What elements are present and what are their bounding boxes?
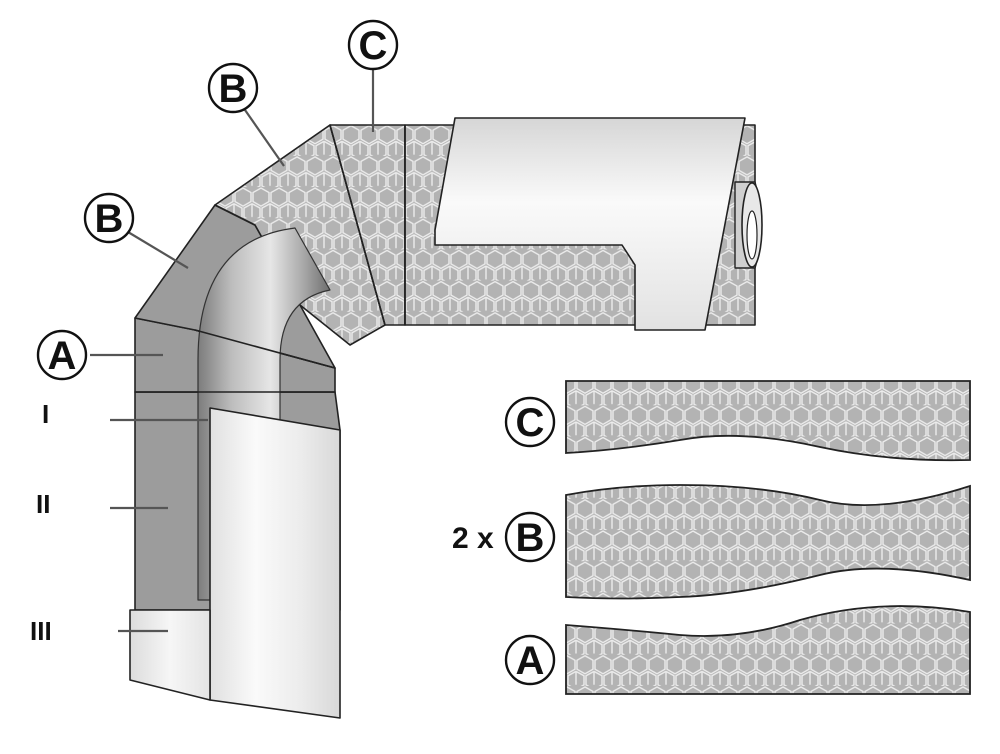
flat-pieces (565, 380, 971, 695)
piece-b-label: B (516, 516, 545, 560)
piece-a-callout: A (504, 634, 556, 686)
piece-c-callout: C (504, 396, 556, 448)
flat-piece-b (565, 484, 971, 600)
piece-b-callout: B (504, 511, 556, 563)
leader-b-lower (127, 231, 189, 269)
pipe-opening-inner (746, 210, 758, 260)
callout-b-upper-label: B (219, 67, 248, 111)
callout-b-lower-label: B (95, 197, 124, 241)
vertical-jacket (209, 407, 341, 719)
callout-a-main: A (36, 329, 88, 381)
flat-piece-a (565, 605, 971, 695)
piece-b-multiplier: 2 x (452, 522, 494, 555)
bottom-jacket-ring (129, 609, 211, 701)
callout-c-main-label: C (359, 24, 388, 68)
piece-a-label: A (516, 639, 545, 683)
seam-line (214, 204, 256, 226)
callout-b-upper: B (207, 62, 259, 114)
layer-label-1: I (42, 399, 49, 429)
seam-line (194, 329, 336, 369)
flat-piece-c (565, 380, 971, 462)
layer-label-3: III (30, 616, 52, 646)
leader-b-upper (244, 109, 285, 167)
horizontal-jacket (434, 117, 746, 331)
piece-c-label: C (516, 401, 545, 445)
callout-b-lower: B (83, 192, 135, 244)
elbow-assembly (129, 117, 763, 719)
callout-a-main-label: A (48, 334, 77, 378)
callout-c-main: C (347, 19, 399, 71)
leader-lines (90, 70, 375, 633)
seam-line (329, 124, 386, 326)
layer-label-2: II (36, 489, 50, 519)
